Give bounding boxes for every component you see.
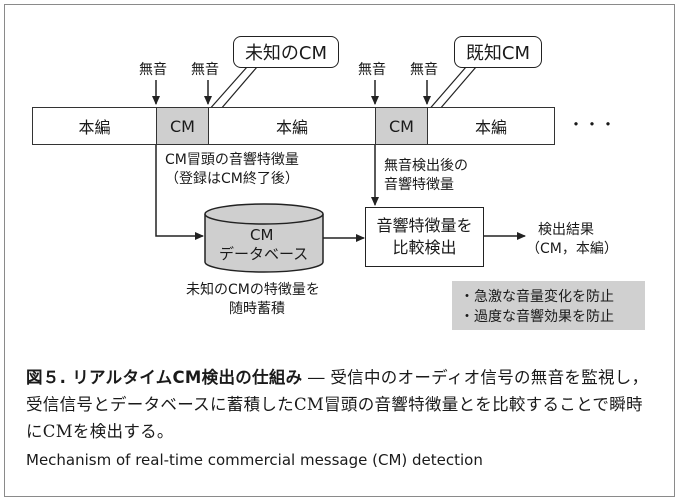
cm-head-features-line1: CM冒頭の音響特徴量: [165, 152, 299, 168]
timeline-cm-2: CM: [375, 107, 428, 145]
compare-box-line2: 比較検出: [392, 238, 457, 257]
figure-frame: [4, 4, 675, 497]
silence-label-4: 無音: [410, 62, 438, 78]
silence-label-3: 無音: [358, 62, 386, 78]
timeline-ellipsis: ・・・: [568, 115, 617, 134]
after-silence-line2: 音響特徴量: [384, 177, 454, 193]
cm-head-features-line2: （登録はCM終了後）: [165, 171, 299, 187]
compare-detect-box: 音響特徴量を 比較検出: [365, 207, 484, 267]
after-silence-line1: 無音検出後の: [384, 158, 468, 174]
database-label-line2: データベース: [219, 245, 309, 263]
timeline-main-1: 本編: [32, 107, 157, 145]
known-cm-label: 既知CM: [465, 43, 531, 64]
known-cm-callout: 既知CM: [454, 36, 542, 68]
figure-label: 図５. リアルタイムCM検出の仕組み: [26, 368, 303, 387]
cm-head-to-db-arrow: [155, 145, 204, 240]
unknown-cm-callout: 未知のCM: [233, 36, 339, 68]
caption-text: ― 受信中のオーディオ信号の無音を監視し，受信信号とデータベースに蓄積したCM冒…: [26, 368, 649, 441]
english-caption: Mechanism of real-time commercial messag…: [26, 451, 483, 469]
timeline-cm-1: CM: [156, 107, 209, 145]
figure-caption: 図５. リアルタイムCM検出の仕組み ― 受信中のオーディオ信号の無音を監視し，…: [26, 364, 656, 445]
result-line2: （CM，本編）: [526, 241, 618, 257]
timeline-main-3: 本編: [427, 107, 555, 145]
silence-label-2: 無音: [191, 62, 219, 78]
silence-label-1: 無音: [139, 62, 167, 78]
accumulate-line1: 未知のCMの特徴量を: [186, 282, 320, 298]
timeline-main-2: 本編: [208, 107, 376, 145]
accumulate-line2: 随時蓄積: [229, 301, 285, 317]
result-line1: 検出結果: [538, 222, 594, 238]
unknown-cm-label: 未知のCM: [244, 43, 328, 64]
note-item-1: ・急激な音量変化を防止: [460, 289, 614, 305]
compare-box-line1: 音響特徴量を: [376, 216, 473, 235]
database-label-line1: CM: [250, 226, 274, 244]
notes-box: ・急激な音量変化を防止 ・過度な音響効果を防止: [452, 281, 645, 330]
note-item-2: ・過度な音響効果を防止: [460, 309, 614, 325]
database-cylinder: [204, 203, 324, 273]
